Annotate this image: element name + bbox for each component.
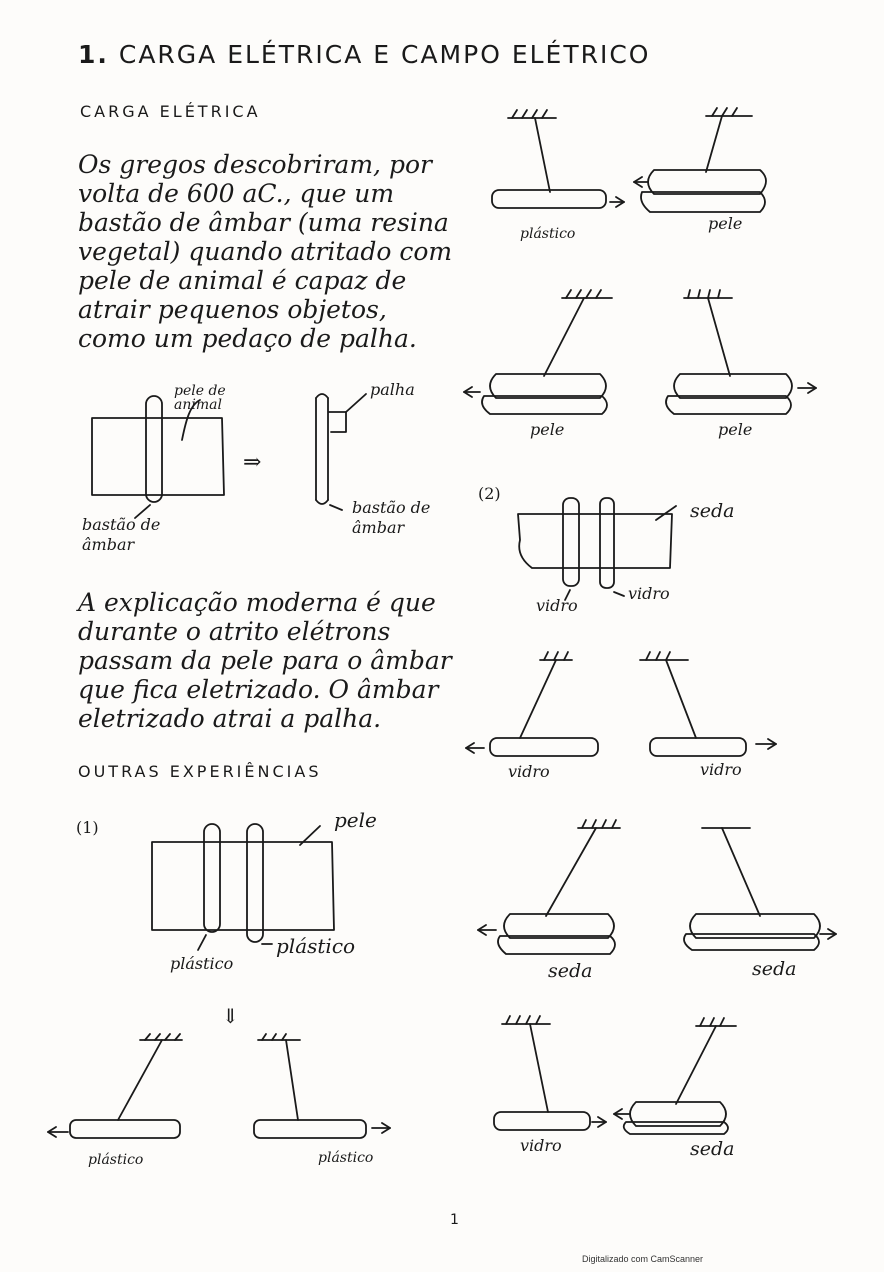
label-seda-exp2: seda: [690, 500, 735, 522]
label-plastico-hang-b: plástico: [318, 1150, 374, 1166]
label-plastico-b: plástico: [276, 934, 356, 958]
label-seda-hang-b: seda: [752, 958, 797, 980]
exp1-hanging-plastic: [47, 1033, 391, 1139]
page-number: 1: [450, 1212, 459, 1228]
down-arrow: ⇓: [222, 1004, 239, 1028]
section-heading-carga: CARGA ELÉTRICA: [80, 102, 261, 121]
label-vidro-hang-a: vidro: [508, 762, 550, 781]
label-vidro-hang-b: vidro: [700, 760, 742, 779]
label-exp2: (2): [478, 484, 501, 503]
label-pele-r2b: pele: [718, 420, 753, 439]
chapter-number: 1.: [78, 40, 109, 69]
label-seda-hang-a: seda: [548, 960, 593, 982]
label-plastico-hang-a: plástico: [88, 1152, 144, 1168]
last-glass-silk: [493, 1015, 737, 1135]
label-vidro-b: vidro: [628, 584, 670, 603]
page-title: 1. CARGA ELÉTRICA E CAMPO ELÉTRICO: [78, 40, 651, 69]
label-exp1: (1): [76, 818, 99, 837]
section-heading-outras: OUTRAS EXPERIÊNCIAS: [78, 762, 322, 781]
label-vidro-a: vidro: [536, 596, 578, 615]
label-pele-de-animal: pele de animal: [174, 383, 226, 413]
implies-arrow: ⇒: [243, 450, 262, 475]
explanation-paragraph: A explicação moderna é que durante o atr…: [78, 588, 452, 733]
label-plastico-a: plástico: [170, 954, 234, 973]
label-bastao-ambar-left: bastão de âmbar: [82, 515, 161, 554]
hanging-glass: [465, 651, 777, 757]
label-pele-r2a: pele: [530, 420, 565, 439]
label-pele-right: pele: [708, 214, 743, 233]
exp2-silk-glass: [517, 497, 677, 601]
label-plastico-right: plástico: [520, 226, 576, 242]
chapter-title: CARGA ELÉTRICA E CAMPO ELÉTRICO: [118, 40, 651, 69]
label-seda-last: seda: [690, 1138, 735, 1160]
right-row1: [491, 107, 767, 213]
hanging-silk: [477, 819, 837, 955]
label-pele-exp1: pele: [334, 808, 377, 832]
label-bastao-ambar-right: bastão de âmbar: [352, 498, 431, 537]
amber-fur-diagram: [91, 393, 367, 519]
label-vidro-last: vidro: [520, 1136, 562, 1155]
exp1-fur-plastic: [151, 823, 335, 951]
label-palha: palha: [370, 380, 415, 399]
right-row2: [463, 289, 817, 415]
intro-paragraph: Os gregos descobriram, por volta de 600 …: [78, 150, 453, 353]
scanner-watermark: Digitalizado com CamScanner: [582, 1254, 704, 1264]
